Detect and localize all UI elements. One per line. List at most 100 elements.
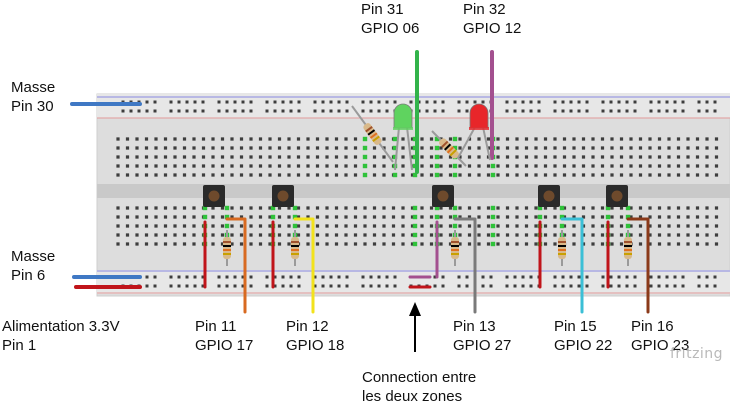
connected-hole	[434, 172, 440, 178]
connected-hole	[434, 214, 440, 220]
resistor-5-band	[624, 241, 632, 243]
resistor-4-band	[558, 249, 566, 251]
connected-hole	[362, 172, 368, 178]
connected-hole	[412, 214, 418, 220]
connected-hole	[537, 214, 543, 220]
connected-hole	[434, 136, 440, 142]
resistor-led-green-band	[367, 129, 376, 136]
resistor-3-band	[451, 253, 459, 255]
label-led-green-line2: GPIO 06	[361, 20, 420, 37]
connected-hole	[292, 205, 298, 211]
label-ground-bottom-line1: Masse	[11, 248, 56, 265]
connected-hole	[452, 205, 458, 211]
label-ground-top-line1: Masse	[11, 79, 56, 96]
label-button-1-line2: GPIO 17	[195, 337, 254, 354]
push-button-cap-5	[611, 190, 623, 202]
resistor-led-red-group	[439, 138, 459, 159]
resistor-led-green-band	[369, 132, 378, 139]
resistor-3-band	[451, 241, 459, 243]
label-led-green: Pin 31 GPIO 06	[361, 0, 419, 38]
connected-hole	[490, 163, 496, 169]
connected-hole	[392, 145, 398, 151]
resistor-4-band	[558, 241, 566, 243]
connected-hole	[559, 223, 565, 229]
connected-hole	[452, 145, 458, 151]
label-led-red-line1: Pin 32	[463, 1, 506, 18]
connected-hole	[392, 136, 398, 142]
button-4-signal-wire	[560, 217, 584, 314]
led-green-leg	[406, 126, 413, 171]
fritzing-logo: fritzing	[670, 346, 724, 362]
connected-hole	[605, 214, 611, 220]
resistor-led-red-band	[441, 140, 449, 148]
resistor-led-red-band	[446, 146, 454, 154]
resistor-led-red-band	[449, 149, 457, 157]
connected-hole	[412, 241, 418, 247]
label-button-4: Pin 15 GPIO 22	[554, 317, 612, 355]
connected-hole	[490, 241, 496, 247]
rail-bottom	[97, 270, 730, 294]
led-green-leg	[394, 126, 400, 171]
resistor-3-band	[451, 245, 459, 247]
resistor-led-red-band	[444, 143, 452, 151]
connected-hole	[224, 223, 230, 229]
connected-hole	[412, 232, 418, 238]
button-2-signal-wire	[293, 217, 315, 314]
label-button-5-line1: Pin 16	[631, 318, 674, 335]
connected-hole	[362, 163, 368, 169]
label-button-4-line2: GPIO 22	[554, 337, 613, 354]
connected-hole	[412, 205, 418, 211]
connected-hole	[224, 214, 230, 220]
button-5-signal-wire	[626, 217, 650, 314]
label-power-line1: Alimentation 3.3V	[2, 318, 120, 335]
label-button-4-line1: Pin 15	[554, 318, 597, 335]
label-led-green-line1: Pin 31	[361, 1, 404, 18]
label-button-3-line2: GPIO 27	[453, 337, 512, 354]
resistor-led-red	[439, 138, 459, 159]
resistor-3	[451, 237, 459, 259]
label-button-2-line2: GPIO 18	[286, 337, 345, 354]
connected-hole	[452, 223, 458, 229]
connected-hole	[434, 205, 440, 211]
bridge-arrow-head	[409, 302, 421, 316]
connected-hole	[412, 223, 418, 229]
resistor-2-band	[291, 241, 299, 243]
connected-hole	[292, 223, 298, 229]
resistor-1-band	[223, 245, 231, 247]
connected-hole	[625, 214, 631, 220]
resistor-2-band	[291, 253, 299, 255]
led-red-leg	[482, 126, 491, 161]
connected-hole	[537, 205, 543, 211]
connected-hole	[490, 223, 496, 229]
connected-hole	[559, 205, 565, 211]
push-button-cap-2	[277, 190, 289, 202]
connected-hole	[452, 163, 458, 169]
resistor-4	[558, 237, 566, 259]
components	[70, 50, 650, 352]
led-red-rim	[469, 127, 489, 130]
button-3-signal-wire	[453, 217, 477, 314]
resistor-5-band	[624, 249, 632, 251]
connected-hole	[605, 205, 611, 211]
label-ground-top-line2: Pin 30	[11, 98, 54, 115]
led-green-rim	[393, 127, 413, 130]
connected-hole	[392, 172, 398, 178]
resistor-1	[223, 237, 231, 259]
connected-hole	[434, 163, 440, 169]
connected-hole	[559, 214, 565, 220]
resistor-led-green-group	[363, 123, 382, 145]
connected-hole	[452, 214, 458, 220]
connected-hole	[202, 205, 208, 211]
resistor-3-band	[451, 249, 459, 251]
